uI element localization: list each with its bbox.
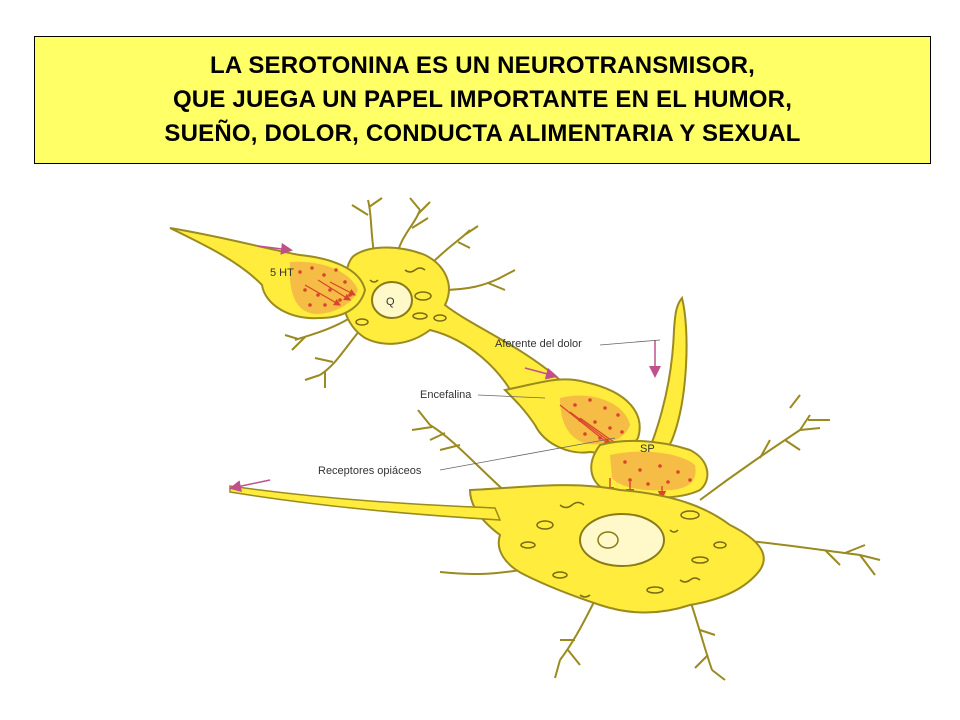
- label-5ht: 5 HT: [270, 267, 294, 279]
- label-opiate-receptors: Receptores opiáceos: [318, 465, 422, 477]
- serotonin-terminal: 5 HT: [169, 227, 367, 320]
- svg-text:Q: Q: [386, 296, 395, 308]
- label-sp: SP: [640, 443, 655, 455]
- label-enkephalin: Encefalina: [420, 389, 472, 401]
- title-line-2: QUE JUEGA UN PAPEL IMPORTANTE EN EL HUMO…: [172, 86, 793, 113]
- label-pain-afferent: Aferente del dolor: [495, 338, 582, 350]
- lower-nucleus: [579, 513, 665, 567]
- lower-axon: [229, 485, 502, 521]
- lower-neuron: [229, 394, 881, 681]
- upper-cell-body: [341, 246, 563, 400]
- title-line-1: LA SEROTONINA ES UN NEUROTRANSMISOR,: [209, 52, 755, 79]
- upper-neuron: Q: [284, 197, 563, 400]
- title-line-3: SUEÑO, DOLOR, CONDUCTA ALIMENTARIA Y SEX…: [164, 120, 801, 147]
- substance-p-terminal: SP: [590, 439, 709, 500]
- title-box: LA SEROTONINA ES UN NEUROTRANSMISOR, QUE…: [34, 36, 931, 164]
- upper-nucleus: [371, 281, 413, 319]
